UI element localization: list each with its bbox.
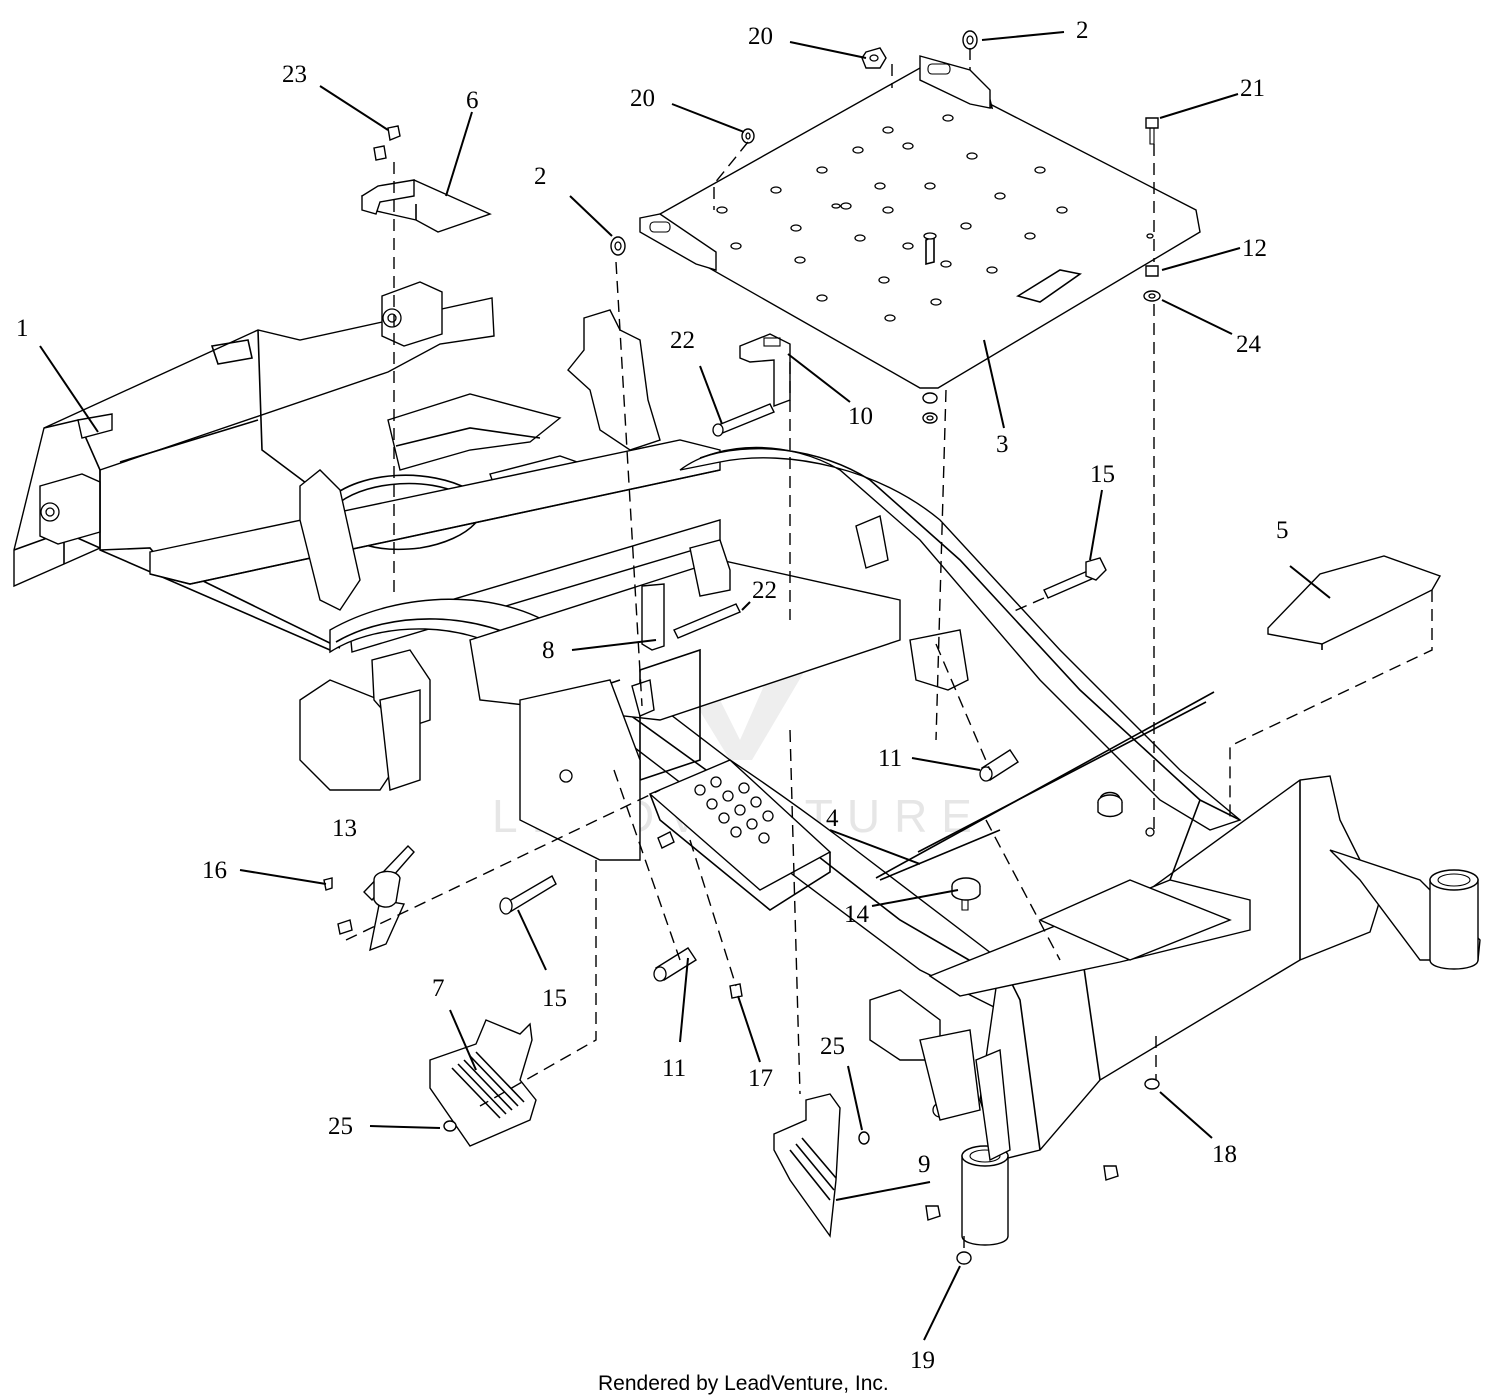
seat-plate-holes xyxy=(716,114,1154,322)
part-9-foot-guard xyxy=(773,1093,841,1238)
callout-4: 4 xyxy=(826,805,839,832)
callout-5: 5 xyxy=(1276,517,1289,544)
callout-8: 8 xyxy=(542,637,555,664)
callout-6: 6 xyxy=(466,87,479,114)
part-15-bolt-right xyxy=(1043,557,1107,599)
callout-23: 23 xyxy=(282,61,307,88)
part-22-pin-lower xyxy=(673,603,741,639)
part-6-bracket xyxy=(360,179,492,233)
callout-3: 3 xyxy=(996,431,1009,458)
callout-17: 17 xyxy=(748,1065,773,1092)
callout-11b: 11 xyxy=(662,1055,686,1082)
hardware xyxy=(323,30,1161,1265)
callout-11a: 11 xyxy=(878,745,902,772)
caster-pivot-tube-right xyxy=(1429,869,1479,970)
callout-2b: 2 xyxy=(534,163,547,190)
callout-15a: 15 xyxy=(1090,461,1115,488)
part-15-bolt-left xyxy=(499,875,557,915)
part-10-bracket xyxy=(739,333,791,408)
part-14-knob xyxy=(951,794,1123,911)
part-8-pin xyxy=(641,583,665,651)
part-11-bushing-left xyxy=(653,947,697,982)
callout-19: 19 xyxy=(910,1347,935,1374)
callout-12: 12 xyxy=(1242,235,1267,262)
callout-22a: 22 xyxy=(670,327,695,354)
callout-18: 18 xyxy=(1212,1141,1237,1168)
leader-lines xyxy=(39,31,1331,1341)
seat-plate xyxy=(639,55,1201,389)
callout-22b: 22 xyxy=(752,577,777,604)
part-11-bushing-right xyxy=(979,749,1019,782)
part-13-handle xyxy=(363,844,415,952)
callout-21: 21 xyxy=(1240,75,1265,102)
assembly-lines xyxy=(345,48,1433,1254)
part-22-pin-upper xyxy=(712,403,775,437)
callout-20a: 20 xyxy=(748,23,773,50)
callout-20b: 20 xyxy=(630,85,655,112)
callout-labels: 1 2 2 3 4 5 6 7 8 9 10 11 11 12 13 14 15… xyxy=(16,17,1289,1374)
callout-16: 16 xyxy=(202,857,227,884)
callout-1: 1 xyxy=(16,315,29,342)
callout-25a: 25 xyxy=(328,1113,353,1140)
callout-13: 13 xyxy=(332,815,357,842)
render-credit: Rendered by LeadVenture, Inc. xyxy=(598,1372,889,1395)
callout-24: 24 xyxy=(1236,331,1262,358)
callout-15b: 15 xyxy=(542,985,567,1012)
main-frame xyxy=(13,281,1481,1246)
callout-25b: 25 xyxy=(820,1033,845,1060)
foot-plate-holes xyxy=(694,776,774,844)
part-7-foot-guard xyxy=(429,1019,537,1147)
caster-pivot-tube-left xyxy=(961,1145,1009,1246)
callout-9: 9 xyxy=(918,1151,931,1178)
callout-10: 10 xyxy=(848,403,873,430)
part-4-strip xyxy=(875,691,1215,881)
callout-2a: 2 xyxy=(1076,17,1089,44)
callout-14: 14 xyxy=(844,901,870,928)
callout-7: 7 xyxy=(432,975,445,1002)
